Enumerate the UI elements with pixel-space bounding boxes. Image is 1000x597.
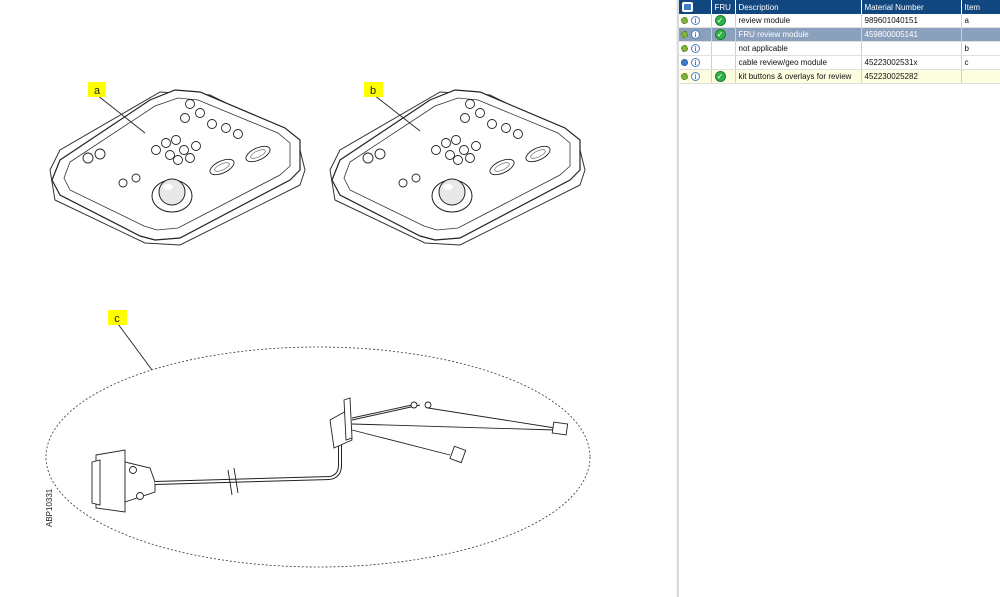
exploded-parts-drawing: a b c xyxy=(45,82,591,568)
callout-b-label: b xyxy=(370,85,376,97)
item-cell: b xyxy=(961,41,1000,56)
row-icons: i xyxy=(679,27,712,42)
review-module-a-illustration xyxy=(49,89,306,246)
material-number-cell: 989601040151 xyxy=(861,14,962,28)
column-header-material-number[interactable]: Material Number xyxy=(861,0,962,14)
table-row[interactable]: i ✓ FRU review module 459800005141 xyxy=(679,27,1000,42)
leader-line-b xyxy=(373,94,421,132)
item-cell xyxy=(961,27,1000,42)
gear-icon[interactable] xyxy=(681,17,688,25)
material-number-cell: 459800005141 xyxy=(861,27,962,42)
callout-c-label: c xyxy=(114,313,120,325)
info-icon[interactable]: i xyxy=(691,58,700,68)
view-icon xyxy=(682,2,693,12)
item-cell: a xyxy=(961,14,1000,28)
column-header-icons[interactable] xyxy=(679,0,712,14)
gear-icon[interactable] xyxy=(681,73,688,81)
checkmark-icon: ✓ xyxy=(714,71,726,82)
material-number-cell: 45223002531x xyxy=(861,55,962,70)
leader-line-a xyxy=(96,94,146,134)
review-geo-cable-illustration xyxy=(91,397,569,513)
cable-group-outline xyxy=(45,346,591,568)
drawing-pane: a b c xyxy=(45,82,591,568)
pane-splitter[interactable] xyxy=(676,0,679,597)
leader-line-c xyxy=(117,323,153,371)
callout-a-label: a xyxy=(94,85,101,97)
row-icons: i xyxy=(679,55,712,70)
checkmark-icon: ✓ xyxy=(714,29,726,40)
table-row[interactable]: i ✓ review module 989601040151 a xyxy=(679,14,1000,28)
row-icons: i xyxy=(679,14,712,28)
parts-table: FRU Description Material Number Item i ✓… xyxy=(679,0,1000,84)
description-cell: review module xyxy=(735,14,862,28)
callout-b[interactable]: b xyxy=(364,82,383,97)
description-cell: not applicable xyxy=(735,41,862,56)
description-cell: kit buttons & overlays for review xyxy=(735,69,862,84)
fru-cell: ✓ xyxy=(711,14,736,28)
parts-table-header: FRU Description Material Number Item xyxy=(679,0,1000,14)
cable-icon[interactable] xyxy=(681,59,688,67)
fru-cell xyxy=(711,41,736,56)
row-icons: i xyxy=(679,69,712,84)
callout-c[interactable]: c xyxy=(108,310,127,325)
gear-icon[interactable] xyxy=(681,45,688,53)
item-cell xyxy=(961,69,1000,84)
item-cell: c xyxy=(961,55,1000,70)
info-icon[interactable]: i xyxy=(691,72,700,82)
table-row[interactable]: i ✓ kit buttons & overlays for review 45… xyxy=(679,69,1000,84)
checkmark-icon: ✓ xyxy=(714,15,726,26)
fru-cell: ✓ xyxy=(711,27,736,42)
parts-list-pane: FRU Description Material Number Item i ✓… xyxy=(679,0,1000,597)
review-module-b-illustration xyxy=(329,89,586,246)
figure-code: ABP10331 xyxy=(45,488,54,527)
description-cell: FRU review module xyxy=(735,27,862,42)
info-icon[interactable]: i xyxy=(691,44,700,54)
fru-cell: ✓ xyxy=(711,69,736,84)
column-header-description[interactable]: Description xyxy=(735,0,862,14)
info-icon[interactable]: i xyxy=(691,30,700,40)
material-number-cell: 452230025282 xyxy=(861,69,962,84)
fru-cell xyxy=(711,55,736,70)
description-cell: cable review/geo module xyxy=(735,55,862,70)
table-row[interactable]: i cable review/geo module 45223002531x c xyxy=(679,55,1000,70)
column-header-fru[interactable]: FRU xyxy=(711,0,736,14)
callout-a[interactable]: a xyxy=(88,82,106,97)
material-number-cell xyxy=(861,41,962,56)
row-icons: i xyxy=(679,41,712,56)
table-row[interactable]: i not applicable b xyxy=(679,41,1000,56)
column-header-item[interactable]: Item xyxy=(961,0,1000,14)
gear-icon[interactable] xyxy=(681,31,688,39)
info-icon[interactable]: i xyxy=(691,16,700,26)
